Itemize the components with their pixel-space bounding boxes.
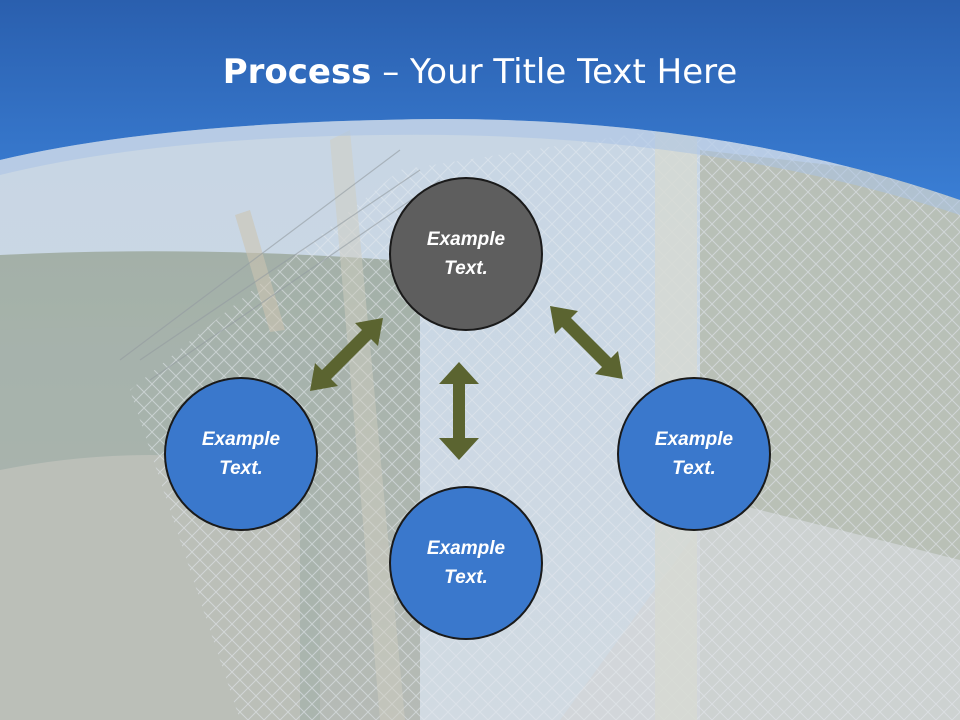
- double-arrow-icon: [439, 362, 479, 460]
- title-rest: – Your Title Text Here: [371, 52, 738, 92]
- process-node-top: Example Text.: [389, 177, 543, 331]
- process-node-bottom: Example Text.: [389, 486, 543, 640]
- slide-title: Process – Your Title Text Here: [0, 52, 960, 92]
- double-arrow-icon: [550, 306, 623, 379]
- double-arrow-icon: [310, 318, 383, 391]
- node-label: Example Text.: [201, 429, 281, 479]
- node-label: Example Text.: [426, 229, 506, 279]
- process-node-left: Example Text.: [164, 377, 318, 531]
- node-label: Example Text.: [426, 538, 506, 588]
- node-label: Example Text.: [654, 429, 734, 479]
- title-bold: Process: [222, 52, 372, 92]
- process-node-right: Example Text.: [617, 377, 771, 531]
